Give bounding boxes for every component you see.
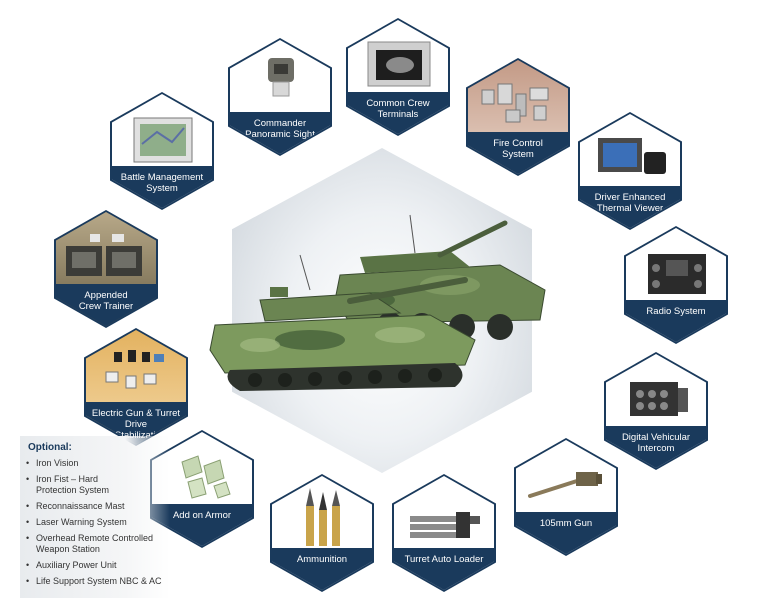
optional-item: Life Support System NBC & AC [26,576,176,587]
optional-item: Reconnaissance Mast [26,501,176,512]
radio-icon [648,254,706,294]
hex-common-crew-terminals[interactable]: Common Crew Terminals [346,18,450,136]
optional-item: Auxiliary Power Unit [26,560,176,571]
hex-label: 105mm Gun [516,512,616,554]
hex-driver-enhanced-thermal-viewer[interactable]: Driver Enhanced Thermal Viewer [578,112,682,230]
hex-label: Appended Crew Trainer [56,284,156,326]
hex-105mm-gun[interactable]: 105mm Gun [514,438,618,556]
armor-icon [181,455,231,499]
fire-control-icon [481,83,549,123]
hex-electric-gun-turret-drive[interactable]: Electric Gun & Turret Drive & Stabilizat… [84,328,188,446]
hex-label: Fire Control System [468,132,568,174]
hex-label: Ammunition [272,548,372,590]
intercom-icon [630,382,688,416]
optional-panel: Optional: Iron Vision Iron Fist – Hard P… [20,436,170,598]
thermal-viewer-icon [598,138,666,174]
hex-label: Digital Vehicular Intercom [606,426,706,468]
optional-item: Laser Warning System [26,517,176,528]
tracked-tank [209,277,476,391]
crew-terminal-icon [367,41,431,87]
hex-appended-crew-trainer[interactable]: Appended Crew Trainer [54,210,158,328]
optional-title: Optional: [28,442,72,453]
hex-label: Commander Panoramic Sight [230,112,330,154]
battle-map-icon [133,117,193,163]
ammunition-icon [306,488,340,546]
hex-radio-system[interactable]: Radio System [624,226,728,344]
optional-item: Iron Vision [26,458,176,469]
hex-commander-panoramic-sight[interactable]: Commander Panoramic Sight [228,38,332,156]
hex-digital-vehicular-intercom[interactable]: Digital Vehicular Intercom [604,352,708,470]
tanks-illustration [209,214,546,391]
hex-label: Battle Management System [112,166,212,208]
hex-label: Radio System [626,300,726,342]
hex-battle-management-system[interactable]: Battle Management System [110,92,214,210]
hex-ammunition[interactable]: Ammunition [270,474,374,592]
panoramic-sight-icon [268,58,294,97]
crew-trainer-icon [66,234,142,276]
hex-label: Driver Enhanced Thermal Viewer [580,186,680,228]
optional-item: Overhead Remote Controlled Weapon Statio… [26,533,176,555]
hex-label: Turret Auto Loader [394,548,494,590]
auto-loader-icon [410,512,480,538]
optional-item: Iron Fist – Hard Protection System [26,474,176,496]
hex-turret-auto-loader[interactable]: Turret Auto Loader [392,474,496,592]
optional-list: Iron Vision Iron Fist – Hard Protection … [26,458,176,592]
hex-label: Common Crew Terminals [348,92,448,134]
hex-fire-control-system[interactable]: Fire Control System [466,58,570,176]
turret-drive-icon [105,350,164,389]
gun-icon [528,472,602,498]
